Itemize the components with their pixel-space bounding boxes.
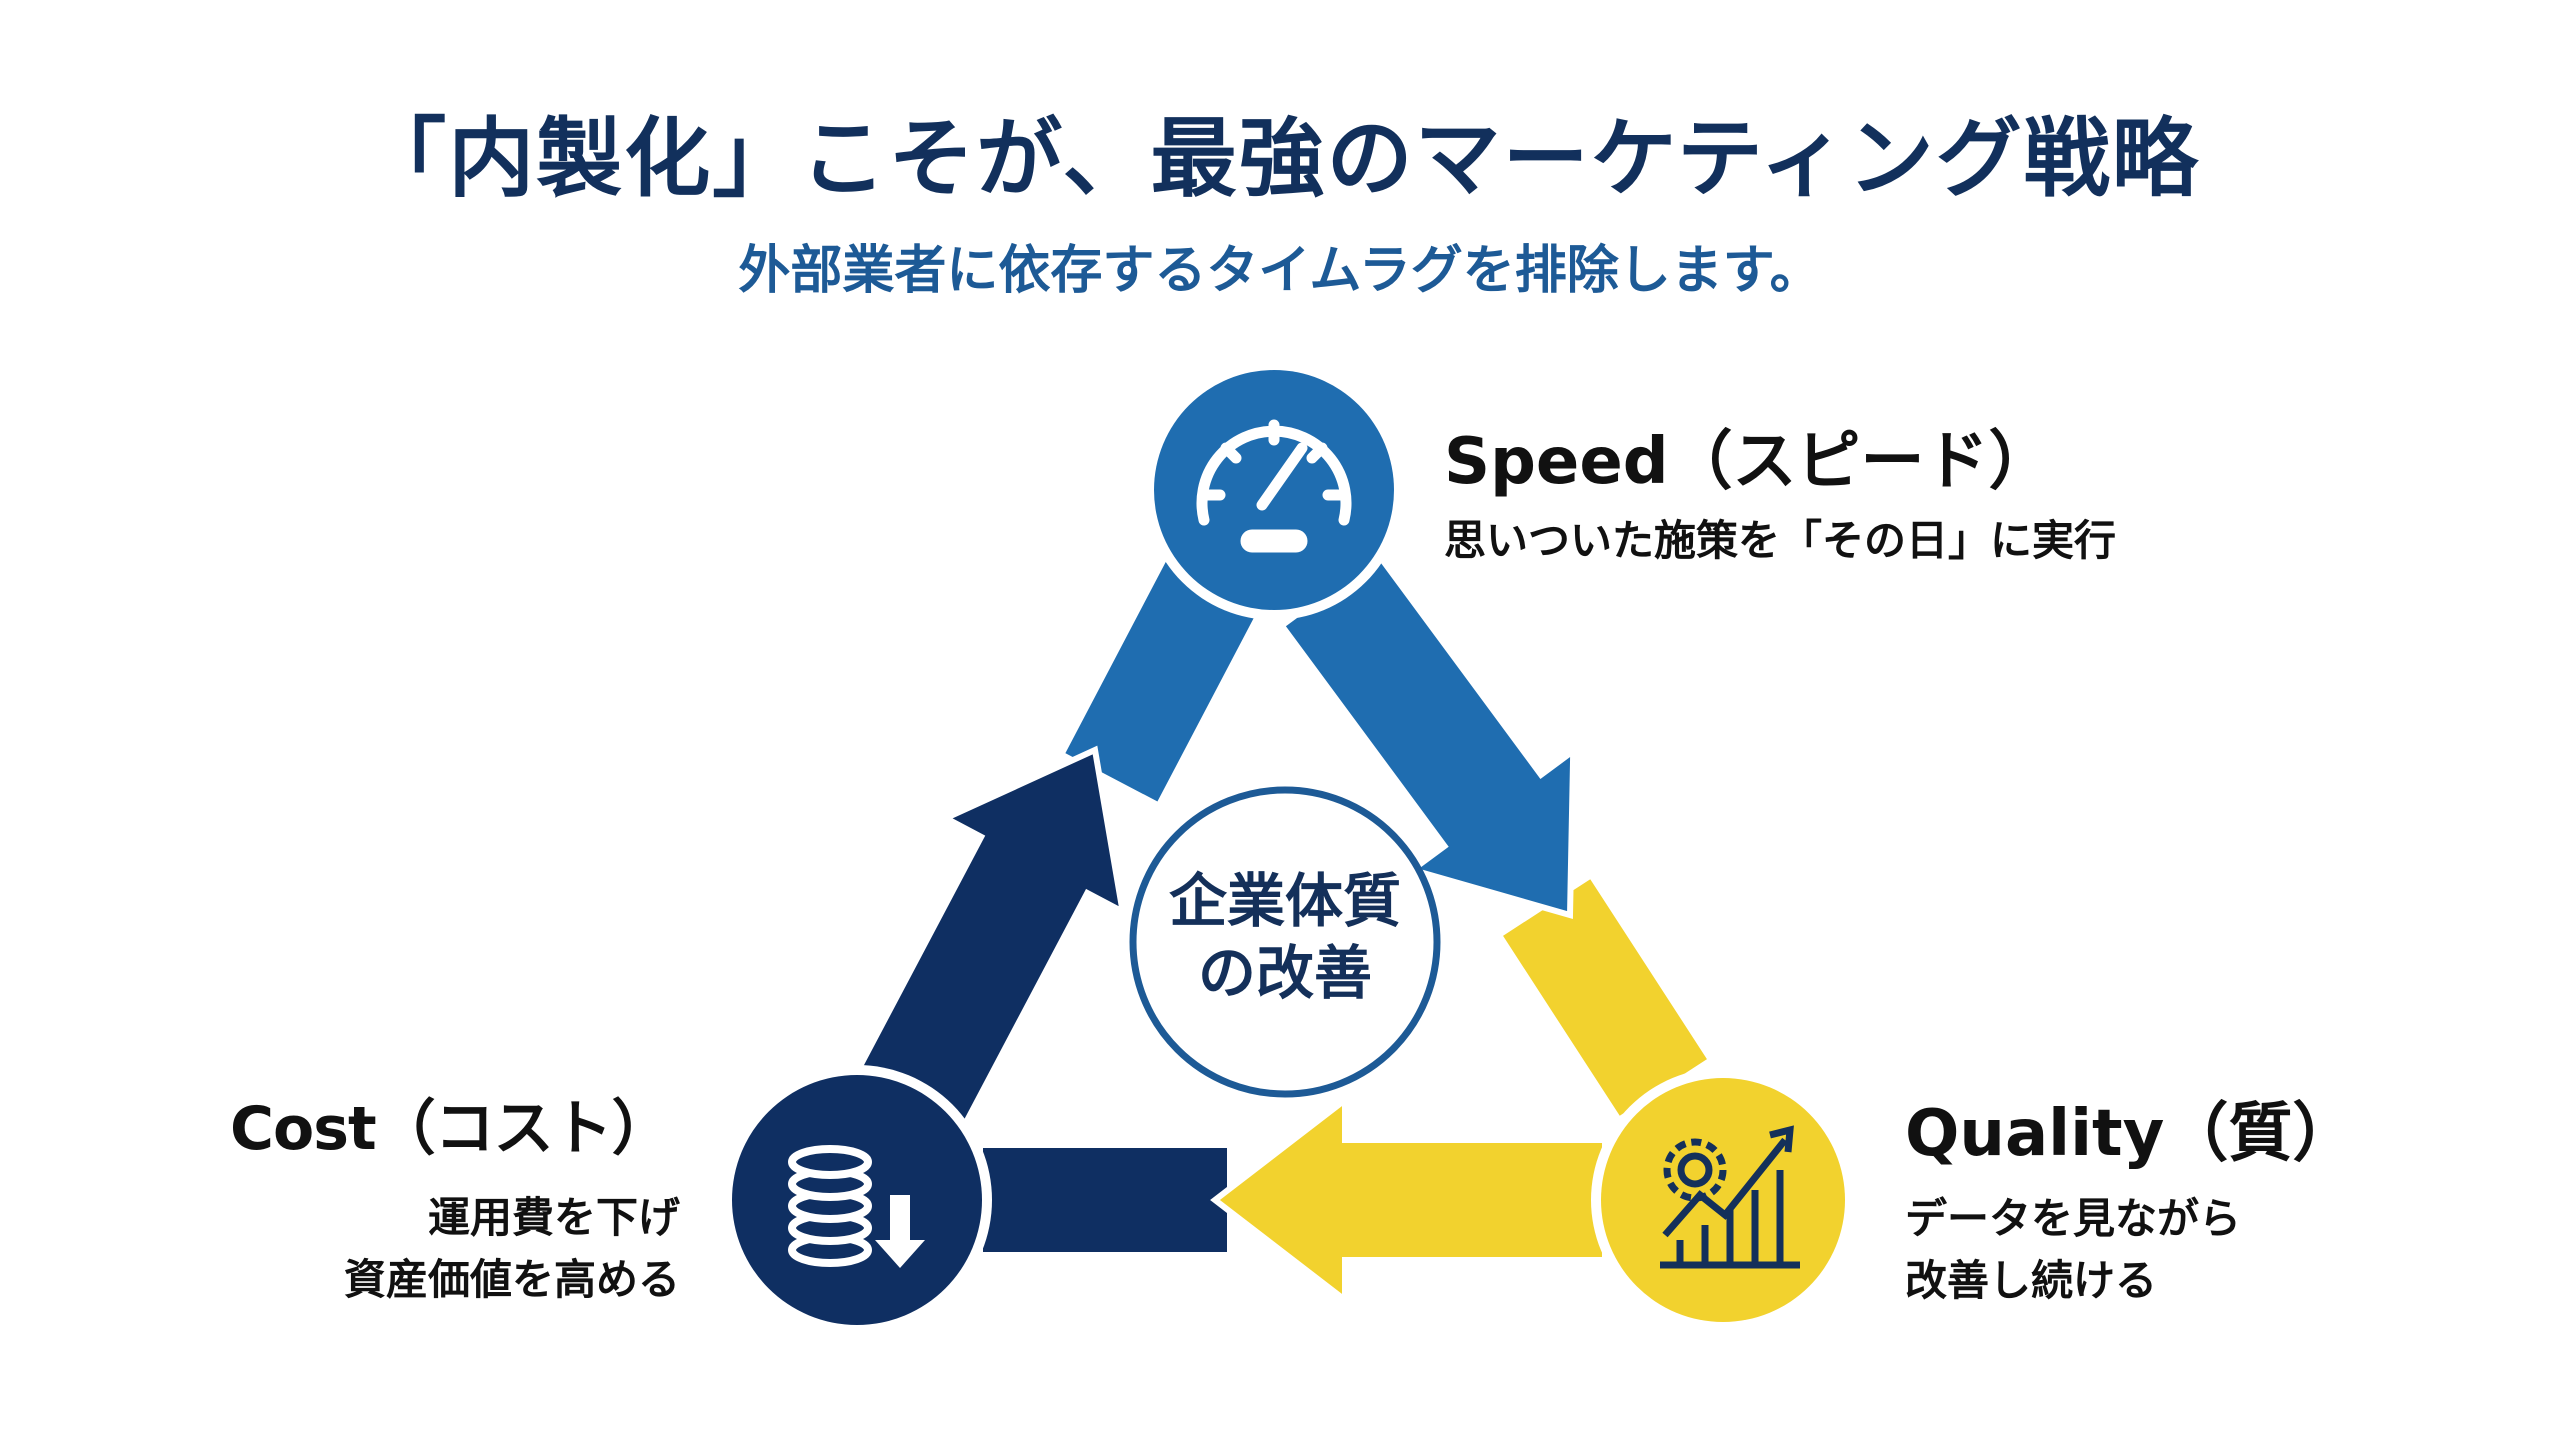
- cost-desc-2: 資産価値を高める: [343, 1255, 680, 1304]
- cost-to-speed-arrow: [852, 745, 1127, 1133]
- speedometer-icon: [1196, 419, 1352, 553]
- cost-desc-1: 運用費を下げ: [427, 1193, 680, 1242]
- speed-desc: 思いついた施策を「その日」に実行: [1444, 516, 2117, 565]
- center-label-line2: の改善: [1197, 939, 1372, 1007]
- gear-chart-icon: [1660, 1125, 1800, 1269]
- quality-title: Quality（質）: [1905, 1097, 2357, 1171]
- quality-node: [1591, 1068, 1855, 1332]
- coins-down-icon: [788, 1145, 925, 1268]
- quality-desc-1: データを見ながら: [1905, 1194, 2242, 1243]
- quality-label: Quality（質） データを見ながら 改善し続ける: [1905, 1082, 2356, 1312]
- cost-node: [722, 1065, 992, 1335]
- quality-desc-2: 改善し続ける: [1905, 1256, 2158, 1305]
- cost-label: Cost（コスト） 運用費を下げ 資産価値を高める: [230, 1080, 680, 1311]
- center-label: 企業体質 の改善: [1130, 865, 1440, 1009]
- page-title: 「内製化」こそが、最強のマーケティング戦略: [360, 109, 2200, 209]
- page-subtitle: 外部業者に依存するタイムラグを排除します。: [738, 241, 1822, 301]
- speed-to-quality-arrow: [1277, 550, 1577, 919]
- speed-node: [1144, 360, 1404, 620]
- center-label-line1: 企業体質: [1168, 867, 1401, 935]
- center-circle: [1129, 786, 1441, 1098]
- speed-title: Speed（スピード）: [1444, 425, 2053, 499]
- speed-label: Speed（スピード） 思いついた施策を「その日」に実行: [1444, 410, 2116, 572]
- bottom-connector-band: [977, 1142, 1233, 1258]
- cost-title: Cost（コスト）: [230, 1094, 672, 1164]
- cycle-arrows: [852, 550, 1716, 1307]
- quality-to-cost-arrow: [1210, 1093, 1608, 1307]
